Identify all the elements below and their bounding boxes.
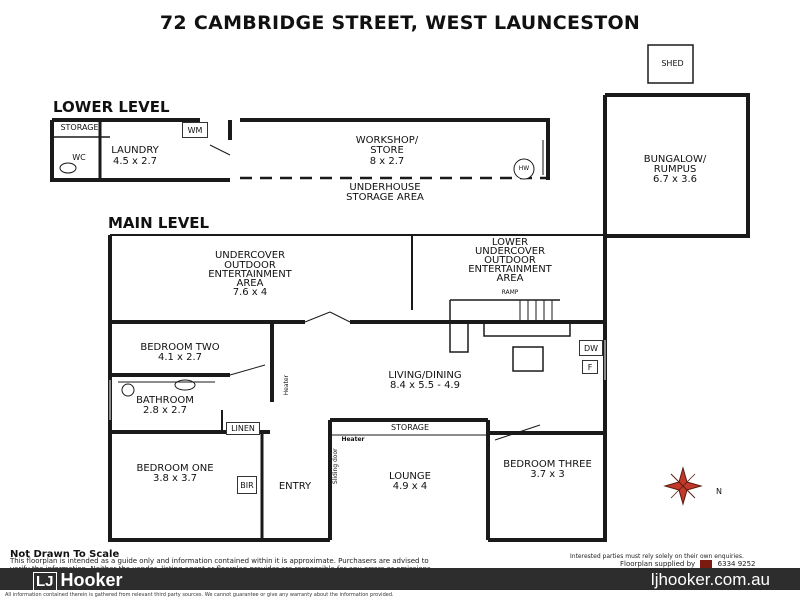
bedroom-three-label: BEDROOM THREE xyxy=(503,459,592,470)
shed-label: SHED xyxy=(661,59,684,68)
hooker-brand: Hooker xyxy=(60,570,123,590)
linen-box: LINEN xyxy=(226,422,260,435)
wc-label: WC xyxy=(72,153,86,162)
undercover-dimensions: 7.6 x 4 xyxy=(232,287,268,298)
underhouse-label-2: STORAGE AREA xyxy=(346,192,424,203)
dishwasher-box: DW xyxy=(579,340,603,356)
bedroom-two-dimensions: 4.1 x 2.7 xyxy=(157,352,203,363)
not-to-scale-note: Not Drawn To Scale xyxy=(10,549,120,560)
supplier-logo-icon xyxy=(700,560,713,568)
laundry-label: LAUNDRY xyxy=(111,145,159,156)
lounge-label: LOUNGE xyxy=(389,471,431,482)
laundry-dimensions: 4.5 x 2.7 xyxy=(112,156,158,167)
property-address-title: 72 CAMBRIDGE STREET, WEST LAUNCESTON xyxy=(159,12,641,34)
compass-icon xyxy=(663,466,703,506)
hot-water-circle xyxy=(513,158,535,180)
bungalow-dimensions: 6.7 x 3.6 xyxy=(652,174,698,185)
vanity-basin-fixture xyxy=(174,379,196,391)
lower-level-label: LOWER LEVEL xyxy=(53,98,170,116)
heater-living-label: Heater xyxy=(282,374,290,396)
sliding-door-label: Sliding door xyxy=(331,448,339,485)
bedroom-three-dimensions: 3.7 x 3 xyxy=(530,469,565,480)
supplied-by-text: Floorplan supplied by xyxy=(620,560,696,568)
lower-undercover-label-1: LOWER xyxy=(491,237,529,248)
toilet-fixture xyxy=(59,162,77,174)
floorplan-supplier: Floorplan supplied by 6334 9252 xyxy=(620,560,756,568)
bedroom-one-dimensions: 3.8 x 3.7 xyxy=(152,473,198,484)
lower-undercover-label-5: AREA xyxy=(496,273,524,284)
main-outer-wall-right xyxy=(488,235,607,542)
ramp-label: RAMP xyxy=(501,289,519,296)
workshop-dimensions: 8 x 2.7 xyxy=(369,156,405,167)
underhouse-label: UNDERHOUSE xyxy=(349,182,421,193)
bottom-disclaimer: All information contained therein is gat… xyxy=(5,592,394,598)
lj-logo-mark: LJ xyxy=(33,572,57,591)
undercover-label-4: AREA xyxy=(236,278,264,289)
entry-label: ENTRY xyxy=(278,481,312,492)
living-dining-label: LIVING/DINING xyxy=(388,370,462,381)
washing-machine-box: WM xyxy=(182,122,208,138)
bedroom-one-label: BEDROOM ONE xyxy=(136,463,214,474)
heater-lounge-label: Heater xyxy=(341,436,365,443)
undercover-label-2: OUTDOOR xyxy=(224,260,276,271)
bungalow-walls xyxy=(603,93,750,238)
lower-undercover-label-2: UNDERCOVER xyxy=(474,246,546,257)
bathroom-toilet-fixture xyxy=(121,383,135,397)
lower-undercover-label-4: ENTERTAINMENT xyxy=(468,264,552,275)
compass-north-label: N xyxy=(716,487,722,496)
main-level-label: MAIN LEVEL xyxy=(108,214,210,232)
bathroom-dimensions: 2.8 x 2.7 xyxy=(142,405,188,416)
bedroom-two-label: BEDROOM TWO xyxy=(140,342,220,353)
enquiries-note: Interested parties must rely solely on t… xyxy=(570,553,744,560)
hot-water-label: HW xyxy=(518,165,530,172)
bathroom-label: BATHROOM xyxy=(136,395,194,406)
lower-undercover-label-3: OUTDOOR xyxy=(484,255,536,266)
undercover-label-1: UNDERCOVER xyxy=(214,250,286,261)
undercover-label-3: ENTERTAINMENT xyxy=(208,269,292,280)
bungalow-label-2: RUMPUS xyxy=(653,164,697,175)
main-outer-wall-left xyxy=(108,235,330,542)
disclaimer-line-1: This floorplan is intended as a guide on… xyxy=(10,557,429,565)
storage-lower-label: STORAGE xyxy=(60,123,99,132)
laundry-walls xyxy=(50,120,230,182)
lounge-dimensions: 4.9 x 4 xyxy=(392,481,428,492)
built-in-robe-box: BIR xyxy=(237,476,257,494)
living-dining-dimensions: 8.4 x 5.5 - 4.9 xyxy=(390,380,460,391)
workshop-walls xyxy=(240,118,550,180)
workshop-label: WORKSHOP/ xyxy=(355,135,419,146)
footer-bar xyxy=(0,568,800,590)
website-link[interactable]: ljhooker.com.au xyxy=(650,570,770,589)
bungalow-label: BUNGALOW/ xyxy=(643,154,707,165)
storage-main-label: STORAGE xyxy=(390,423,430,432)
fridge-box: F xyxy=(582,360,598,374)
shed-outline xyxy=(647,44,694,84)
workshop-label-2: STORE xyxy=(370,145,404,156)
supplier-phone: 6334 9252 xyxy=(717,560,756,568)
